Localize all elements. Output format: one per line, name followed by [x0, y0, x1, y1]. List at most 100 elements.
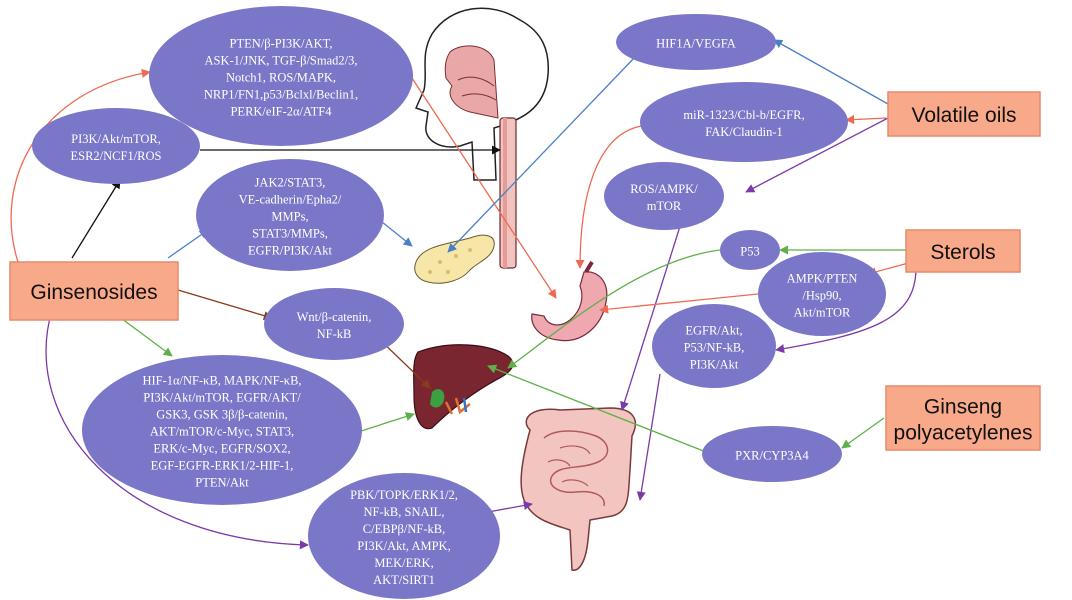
ellipse-hif-text-line: HIF-1α/NF-κB, MAPK/NF-κB, [142, 373, 301, 387]
ellipse-hif1a-text: HIF1A/VEGFA [656, 36, 736, 50]
ellipse-hif-text-line: EGF-EGFR-ERK1/2-HIF-1, [151, 458, 294, 472]
ellipse-pbk-text-line: NF-kB, SNAIL, [364, 505, 445, 519]
stomach-icon [531, 260, 608, 342]
box-ginsenosides: Ginsenosides [9, 261, 179, 321]
ellipse-hif: HIF-1α/NF-κB, MAPK/NF-κB, PI3K/Akt/mTOR, … [82, 355, 362, 505]
ellipse-p53-text: P53 [740, 244, 759, 258]
box-sterols-label: Sterols [930, 241, 995, 264]
ellipse-ros-ampk: ROS/AMPK/mTOR [604, 162, 724, 230]
ellipse-mir-text-line: miR-1323/Cbl-b/EGFR, [683, 108, 804, 122]
ellipse-pten-text-line: Notch1, ROS/MAPK, [226, 70, 336, 84]
arrow-hif-liver [357, 412, 415, 433]
ellipse-mir-text: miR-1323/Cbl-b/EGFR, FAK/Claudin-1 [683, 108, 804, 139]
ellipse-pxr-text-line: PXR/CYP3A4 [735, 448, 809, 462]
ellipse-pbk-text: PBK/TOPK/ERK1/2, NF-kB, SNAIL, C/EBPβ/NF-k… [350, 488, 458, 587]
ellipse-egfr-akt-text-line: PI3K/Akt [690, 357, 739, 371]
ellipse-pbk-text-line: MEK/ERK, [374, 556, 433, 570]
ellipse-pten-text-line: ASK-1/JNK, TGF-β/Smad2/3, [204, 53, 357, 67]
box-polyacetylenes-label-line: polyacetylenes [894, 421, 1033, 444]
ellipse-pten-text-line: PERK/eIF-2α/ATF4 [230, 104, 332, 118]
ellipse-pbk-text-line: PI3K/Akt, AMPK, [357, 539, 450, 553]
arrow-poly-pxr [841, 417, 885, 449]
arrow-hif1a-pancreas [447, 55, 637, 253]
ellipse-ampk-pten: AMPK/PTEN/Hsp90, Akt/mTOR [758, 252, 886, 336]
arrow-mir-stomach [575, 125, 643, 269]
box-volatile-oils: Volatile oils [887, 91, 1041, 137]
arrow-gins-pbk [45, 309, 309, 550]
ellipse-egfr-akt-text-line: EGFR/Akt, [685, 323, 742, 337]
ellipse-pbk-text-line: PBK/TOPK/ERK1/2, [350, 488, 458, 502]
ellipse-hif-text-line: PI3K/Akt/mTOR, EGFR/AKT/ [143, 390, 301, 404]
ellipse-mir-text-line: FAK/Claudin-1 [705, 125, 783, 139]
arrow-jak2-pancreas [381, 221, 413, 247]
ellipse-wnt-text: Wnt/β-catenin, NF-kB [297, 310, 372, 341]
ellipse-jak2-text-line: EGFR/PI3K/Akt [248, 243, 333, 257]
ellipse-pi3k-mtor-text-line: PI3K/Akt/mTOR, [71, 132, 161, 146]
ellipse-jak2-text-line: VE-cadherin/Epha2/ [239, 192, 342, 206]
ellipse-hif-text-line: GSK3, GSK 3β/β-catenin, [156, 407, 287, 421]
ellipse-pbk-text-line: AKT/SIRT1 [373, 573, 435, 587]
ellipse-p53: P53 [720, 230, 780, 270]
arrow-oils-hif1a [773, 39, 889, 105]
pancreas-icon [414, 234, 495, 284]
ellipse-mir: miR-1323/Cbl-b/EGFR, FAK/Claudin-1 [640, 82, 848, 162]
ellipse-jak2-text-line: MMPs, [271, 209, 308, 223]
ellipse-egfr-akt-text-line: P53/NF-kB, [684, 340, 745, 354]
ellipse-pxr-text: PXR/CYP3A4 [735, 448, 809, 462]
arrow-pxr-liver [487, 364, 707, 453]
ellipse-jak2-text-line: STAT3/MMPs, [252, 226, 328, 240]
arrow-gins-wnt [177, 289, 273, 321]
ellipse-jak2: JAK2/STAT3, VE-cadherin/Epha2/MMPs, STAT3/… [196, 159, 384, 271]
ellipse-pten-text-line: PTEN/β-PI3K/AKT, [230, 36, 333, 50]
arrow-p53-liver [507, 249, 721, 369]
ellipse-ros-ampk-text: ROS/AMPK/mTOR [630, 182, 698, 213]
box-volatile-oils-label: Volatile oils [911, 104, 1016, 127]
box-polyacetylenes-label-line: Ginseng [924, 395, 1002, 418]
ellipse-hif-text-line: AKT/mTOR/c-Myc, STAT3, [150, 424, 294, 438]
ellipse-pi3k-mtor-text-line: ESR2/NCF1/ROS [70, 149, 161, 163]
ellipse-pbk-text-line: C/EBPβ/NF-kB, [363, 522, 445, 536]
ellipse-hif-text-line: ERK/c-Myc, EGFR/SOX2, [153, 441, 290, 455]
ellipse-p53-text-line: P53 [740, 244, 759, 258]
ellipse-ros-ampk-text-line: ROS/AMPK/ [630, 182, 698, 196]
box-polyacetylenes-label: Ginseng polyacetylenes [894, 395, 1033, 444]
ellipse-egfr-akt-text: EGFR/Akt, P53/NF-kB, PI3K/Akt [684, 323, 745, 371]
arrow-pten-stomach [411, 77, 557, 299]
ellipse-wnt: Wnt/β-catenin, NF-kB [264, 288, 404, 360]
ellipse-wnt-text-line: Wnt/β-catenin, [297, 310, 372, 324]
arrow-pbk-intestine [487, 500, 533, 513]
ellipse-hif-text-line: PTEN/Akt [195, 475, 249, 489]
ellipse-pten: PTEN/β-PI3K/AKT, ASK-1/JNK, TGF-β/Smad2/3… [149, 6, 413, 146]
ellipse-wnt-text-line: NF-kB [317, 327, 352, 341]
ellipse-ampk-pten-text: AMPK/PTEN/Hsp90, Akt/mTOR [787, 271, 858, 319]
ellipse-pten-text-line: NRP1/FN1,p53/Bclxl/Beclin1, [204, 87, 358, 101]
arrow-ampk-stomach [599, 293, 759, 314]
ellipse-ros-ampk-text-line: mTOR [647, 199, 682, 213]
ellipse-ampk-pten-text-line: Akt/mTOR [794, 305, 851, 319]
ellipse-pi3k-mtor-text: PI3K/Akt/mTOR, ESR2/NCF1/ROS [70, 132, 161, 163]
ellipse-hif1a: HIF1A/VEGFA [616, 14, 776, 70]
ellipse-pxr: PXR/CYP3A4 [702, 426, 842, 482]
box-ginsenosides-label: Ginsenosides [30, 281, 157, 304]
arrow-oils-ros [745, 117, 889, 193]
ellipse-ampk-pten-text-line: /Hsp90, [802, 288, 841, 302]
arrow-oils-mir [845, 115, 887, 125]
arrow-ros-intestine [620, 219, 683, 411]
arrow-gins-jak2 [167, 229, 209, 259]
arrow-gins-pi3k [71, 179, 121, 259]
intestine-icon [520, 407, 637, 571]
ellipse-hif-text: HIF-1α/NF-κB, MAPK/NF-κB, PI3K/Akt/mTOR, … [142, 373, 301, 489]
ellipse-pbk: PBK/TOPK/ERK1/2, NF-kB, SNAIL, C/EBPβ/NF-k… [308, 473, 500, 599]
arrow-sterols-egfr [775, 267, 917, 354]
ellipse-pten-text: PTEN/β-PI3K/AKT, ASK-1/JNK, TGF-β/Smad2/3… [204, 36, 358, 118]
head-esophagus-icon [414, 7, 550, 269]
box-polyacetylenes: Ginseng polyacetylenes [885, 385, 1041, 451]
ellipse-pi3k-mtor: PI3K/Akt/mTOR, ESR2/NCF1/ROS [32, 108, 200, 184]
ellipse-jak2-text-line: JAK2/STAT3, [255, 175, 326, 189]
ellipse-jak2-text: JAK2/STAT3, VE-cadherin/Epha2/MMPs, STAT3/… [239, 175, 342, 257]
box-sterols: Sterols [905, 229, 1021, 273]
ellipse-hif1a-text-line: HIF1A/VEGFA [656, 36, 736, 50]
ellipse-ampk-pten-text-line: AMPK/PTEN [787, 271, 858, 285]
